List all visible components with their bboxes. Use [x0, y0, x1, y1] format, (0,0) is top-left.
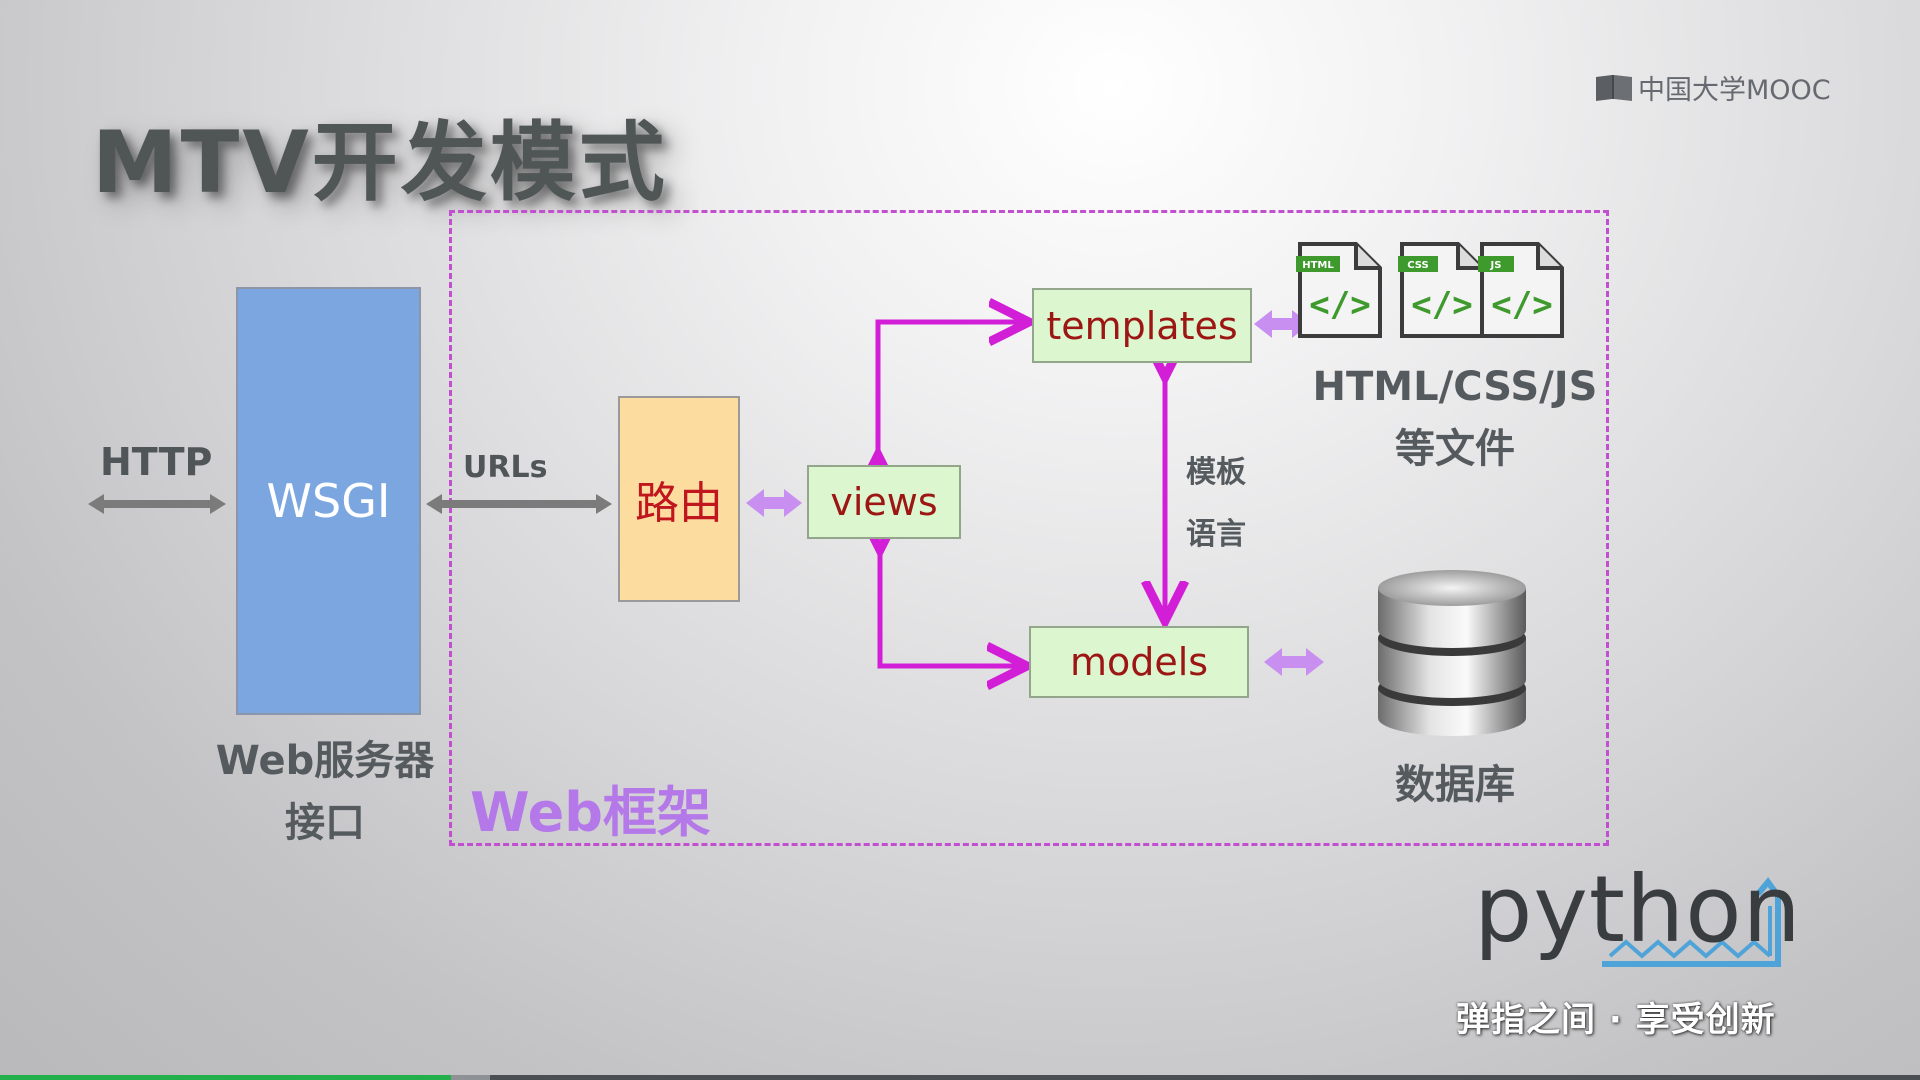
video-progress-fill [0, 1075, 452, 1080]
js-file-icon: JS </> [1478, 242, 1564, 338]
mooc-logo-text: 中国大学MOOC [1638, 75, 1831, 106]
models-box: models [1029, 626, 1249, 698]
web-framework-label: Web框架 [470, 781, 711, 844]
html-file-tag: HTML [1302, 260, 1334, 271]
static-files-caption-line2: 等文件 [1395, 426, 1515, 472]
http-arrow [88, 494, 226, 514]
python-logo-decoration [1602, 877, 1781, 967]
wsgi-label: WSGI [266, 474, 391, 528]
views-box: views [807, 465, 961, 539]
database-label: 数据库 [1395, 762, 1515, 808]
wsgi-box: WSGI [236, 287, 421, 715]
css-file-icon: CSS </> [1398, 242, 1484, 338]
templates-label: templates [1046, 303, 1238, 348]
wsgi-caption: Web服务器 接口 [200, 730, 450, 854]
static-files-caption-line1: HTML/CSS/JS [1312, 364, 1598, 410]
template-language-line1: 模板 [1186, 455, 1246, 490]
video-progress-bar[interactable] [0, 1075, 1920, 1080]
book-icon [1596, 74, 1632, 101]
wsgi-caption-line1: Web服务器 [215, 738, 435, 784]
template-language-line2: 语言 [1186, 517, 1246, 552]
router-label: 路由 [635, 478, 723, 529]
html-file-glyph: </> [1309, 285, 1370, 325]
css-file-tag: CSS [1407, 260, 1428, 271]
python-logo: python [1474, 856, 1802, 963]
js-file-glyph: </> [1491, 285, 1552, 325]
database-icon [1378, 570, 1526, 736]
static-files-caption: HTML/CSS/JS 等文件 [1300, 356, 1610, 480]
page-title: MTV开发模式 [92, 113, 668, 213]
video-buffer-bar [451, 1075, 490, 1080]
wsgi-caption-line2: 接口 [285, 800, 365, 846]
views-label: views [830, 480, 938, 524]
mooc-logo: 中国大学MOOC [1594, 68, 1831, 107]
python-slogan: 弹指之间 · 享受创新 [1456, 1000, 1776, 1040]
css-file-glyph: </> [1411, 285, 1472, 325]
template-language-label: 模板 语言 [1186, 442, 1246, 566]
templates-box: templates [1032, 288, 1252, 363]
urls-label: URLs [463, 450, 548, 485]
http-label: HTTP [100, 440, 213, 484]
web-framework-region [449, 210, 1609, 846]
models-label: models [1069, 640, 1209, 684]
router-box: 路由 [618, 396, 740, 602]
js-file-tag: JS [1490, 260, 1502, 271]
html-file-icon: HTML </> [1296, 242, 1382, 338]
